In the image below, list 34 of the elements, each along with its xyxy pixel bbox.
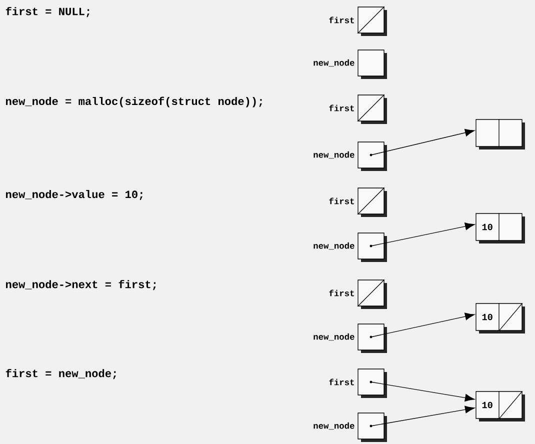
arrow bbox=[370, 222, 475, 246]
pointer-box: first bbox=[329, 187, 387, 217]
pointer-box: new_node bbox=[314, 232, 387, 262]
pointer-box: first bbox=[329, 6, 387, 36]
node-label: new_node bbox=[314, 151, 354, 159]
code-line: first = NULL; bbox=[6, 6, 90, 18]
node-label: new_node bbox=[314, 422, 354, 430]
pointer-box: new_node bbox=[314, 50, 387, 79]
node-label: new_node bbox=[314, 242, 354, 250]
node-label: first bbox=[329, 104, 354, 112]
arrow bbox=[370, 128, 475, 156]
arrow bbox=[370, 312, 475, 338]
node-label: first bbox=[329, 378, 354, 386]
node-label: new_node bbox=[314, 59, 354, 67]
arrow bbox=[370, 382, 475, 402]
pointer-box: first bbox=[329, 94, 387, 124]
pointer-box: new_node bbox=[314, 324, 387, 353]
struct-box: 10 bbox=[476, 212, 525, 244]
code-line: new_node = malloc(sizeof(struct node)); bbox=[6, 96, 262, 108]
node-label: new_node bbox=[314, 333, 354, 341]
node-label: first bbox=[329, 198, 354, 204]
code-line: new_node->value = 10; bbox=[6, 190, 142, 200]
struct-box bbox=[476, 118, 525, 150]
code-line: first = new_node; bbox=[6, 368, 116, 380]
code-line: new_node->next = first; bbox=[6, 280, 156, 290]
pointer-box: new_node bbox=[314, 142, 387, 171]
struct-box: 10 bbox=[476, 390, 525, 422]
struct-box: 10 bbox=[476, 302, 525, 334]
pointer-box: new_node bbox=[314, 412, 387, 442]
pointer-box: first bbox=[329, 279, 387, 309]
node-label: first bbox=[329, 16, 354, 24]
node-label: first bbox=[329, 290, 354, 296]
arrow bbox=[370, 406, 475, 426]
pointer-box: first bbox=[329, 368, 387, 398]
